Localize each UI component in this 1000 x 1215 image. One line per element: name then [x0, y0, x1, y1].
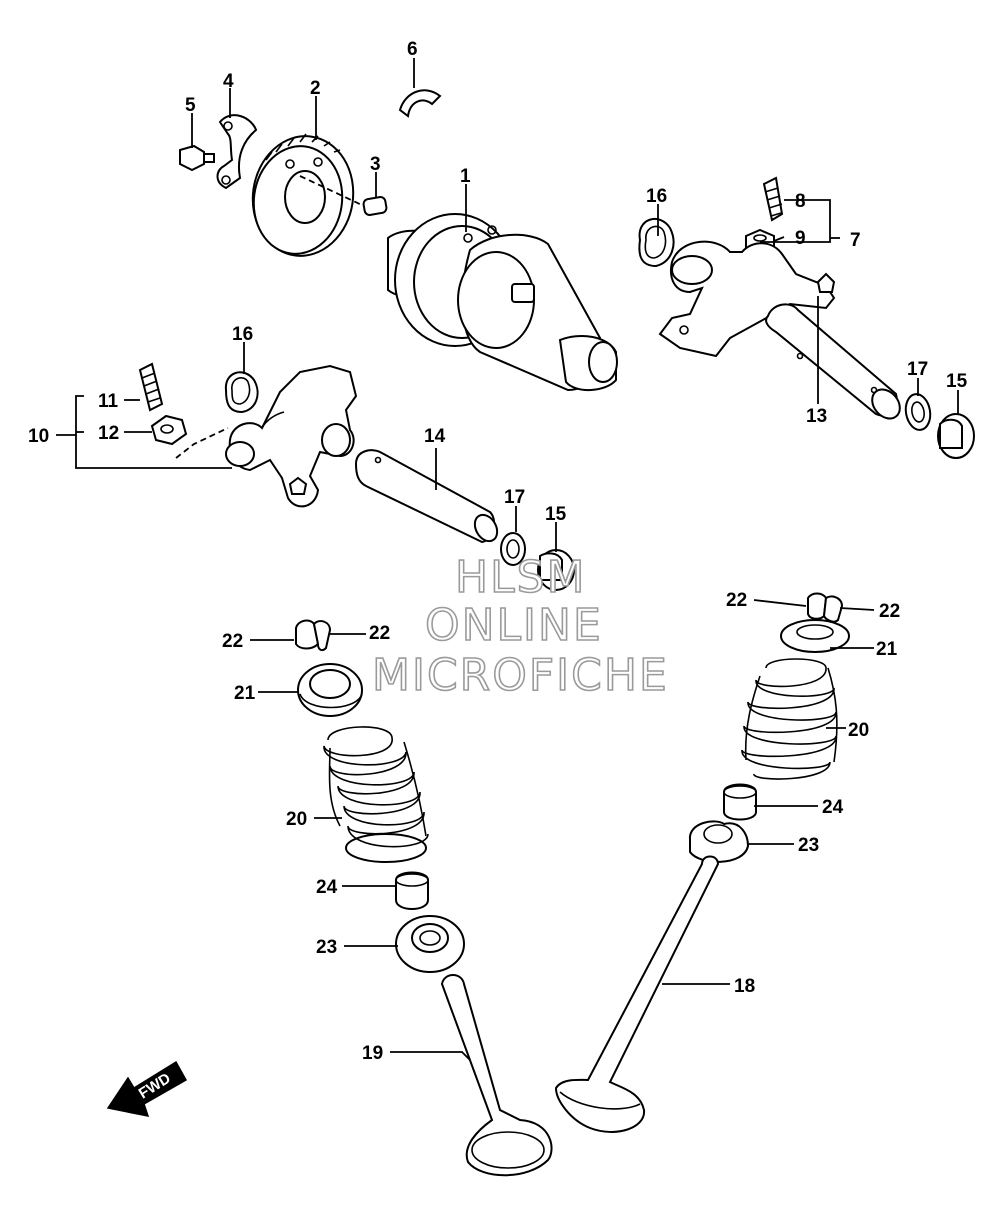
callout-labels: 6 4 2 5 3 1 16 8 9 7 17 15 13 16 11 10 1…	[28, 39, 968, 1064]
callout-4: 4	[223, 71, 234, 92]
callout-8: 8	[795, 191, 806, 212]
part-10-rocker-arm-left	[225, 364, 358, 508]
watermark-line-3: MICROFICHE	[372, 650, 669, 701]
part-23-spring-seat-right	[688, 820, 750, 863]
part-22-cotters-left	[295, 619, 332, 652]
part-7-rocker-arm-right	[658, 240, 836, 358]
callout-2: 2	[310, 78, 321, 99]
part-14-rocker-shaft-left	[354, 449, 499, 544]
part-17-seal-right	[904, 393, 932, 431]
part-1-camshaft	[387, 213, 618, 392]
part-16-oring-right	[638, 218, 675, 268]
callout-24-right: 24	[822, 797, 844, 818]
fwd-arrow-icon: FWD	[106, 1060, 188, 1117]
callout-7: 7	[850, 230, 861, 251]
part-6-half-ring	[398, 89, 442, 118]
callout-17-left: 17	[504, 487, 525, 508]
callout-16-right: 16	[646, 186, 667, 207]
part-3-dowel-pin	[299, 175, 388, 216]
part-20-spring-left	[323, 726, 429, 863]
callout-19: 19	[362, 1043, 383, 1064]
callout-10: 10	[28, 426, 49, 447]
callout-22-left-b: 22	[369, 623, 390, 644]
callout-9: 9	[795, 228, 806, 249]
callout-12: 12	[98, 423, 119, 444]
part-17-seal-left	[500, 532, 526, 566]
callout-3: 3	[370, 154, 381, 175]
part-19-valve-left	[440, 974, 553, 1177]
callout-15-left: 15	[545, 504, 567, 525]
callout-15-right: 15	[946, 371, 968, 392]
part-13-rocker-shaft-right	[765, 303, 901, 420]
part-11-adjusting-screw	[138, 362, 164, 412]
part-20-spring-right	[741, 658, 838, 780]
callout-18: 18	[734, 976, 755, 997]
part-22-cotters-right	[807, 592, 844, 623]
watermark-line-1: HLSM	[455, 552, 587, 603]
part-16-oring-left	[224, 371, 259, 414]
leader-lines	[56, 58, 959, 1061]
callout-24-left: 24	[316, 877, 338, 898]
callout-13: 13	[806, 406, 827, 427]
part-15-plug-left	[537, 549, 575, 591]
part-8-adjusting-screw	[762, 176, 784, 222]
callout-22-right-a: 22	[726, 590, 747, 611]
callout-22-right-b: 22	[879, 601, 900, 622]
callout-6: 6	[407, 39, 418, 60]
callout-20-left: 20	[286, 809, 307, 830]
watermark-line-2: ONLINE	[425, 600, 603, 651]
part-24-stem-seal-right	[723, 783, 757, 821]
callout-21-left: 21	[234, 683, 256, 704]
callout-20-right: 20	[848, 720, 869, 741]
part-23-spring-seat-left	[395, 915, 465, 973]
callout-22-left-a: 22	[222, 631, 243, 652]
part-15-plug-right	[937, 413, 975, 459]
callout-16-left: 16	[232, 324, 253, 345]
callout-1: 1	[460, 166, 471, 187]
callout-11: 11	[98, 391, 119, 412]
watermark: HLSM ONLINE MICROFICHE	[371, 551, 669, 702]
part-21-retainer-left	[297, 663, 363, 717]
part-24-stem-seal-left	[395, 871, 429, 910]
callout-23-right: 23	[798, 835, 819, 856]
part-5-bolt	[179, 144, 215, 172]
part-4-plate	[216, 114, 258, 190]
part-12-alignment-line	[175, 427, 229, 459]
part-2-cam-sprocket	[251, 133, 355, 257]
part-21-retainer-right	[780, 619, 850, 653]
callout-21-right: 21	[876, 639, 898, 660]
callout-14: 14	[424, 426, 446, 447]
part-12-nut	[150, 414, 188, 446]
callout-17-right: 17	[907, 359, 928, 380]
callout-23-left: 23	[316, 937, 337, 958]
callout-5: 5	[185, 95, 196, 116]
part-18-valve-right	[554, 855, 720, 1133]
